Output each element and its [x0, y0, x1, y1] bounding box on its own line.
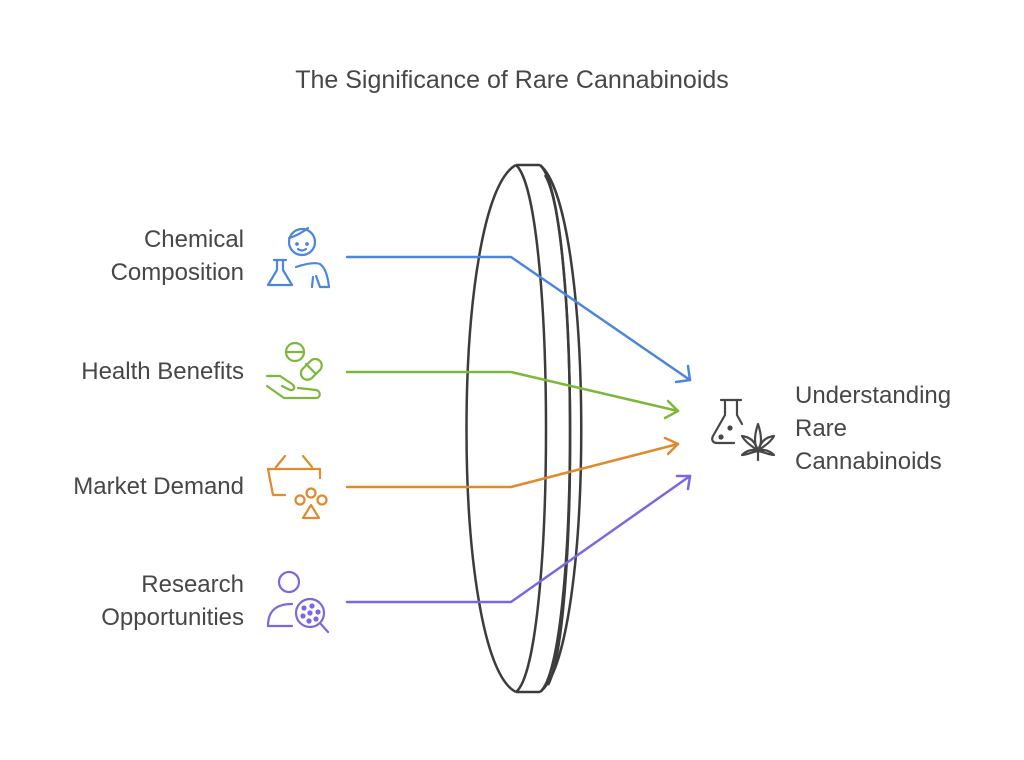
- arrowhead: [663, 399, 680, 420]
- arrowhead: [674, 364, 692, 384]
- label-health-benefits: Health Benefits: [81, 355, 244, 388]
- label-market-demand: Market Demand: [73, 470, 244, 503]
- lens-back-edge-1: [515, 164, 548, 693]
- lens-front-edge: [465, 163, 517, 694]
- label-line: Market Demand: [73, 473, 244, 500]
- lens-back-edge-3: [539, 164, 583, 693]
- arrowhead: [663, 436, 680, 456]
- label-line: Health Benefits: [81, 358, 244, 385]
- label-line: Rare: [795, 415, 848, 442]
- basket-shapes-icon: [266, 454, 328, 520]
- lens-inner-line: [543, 174, 572, 686]
- lens-back-edge-2: [539, 164, 572, 693]
- label-line: Research: [141, 571, 244, 598]
- connector-research: [345, 474, 692, 604]
- scientist-flask-icon: [266, 226, 331, 289]
- connector-health: [345, 370, 680, 420]
- label-chemical-composition: Chemical Composition: [111, 223, 244, 289]
- label-line: Opportunities: [101, 604, 244, 631]
- connector-chemical: [345, 255, 692, 384]
- connector-market: [345, 436, 680, 489]
- hand-pills-icon: [265, 341, 323, 400]
- label-line: Understanding: [795, 382, 952, 409]
- label-line: Composition: [110, 259, 244, 286]
- label-line: Chemical: [143, 226, 244, 253]
- output-label: Understanding Rare Cannabinoids: [795, 379, 951, 478]
- lens: [465, 163, 583, 694]
- label-line: Cannabinoids: [795, 448, 942, 475]
- person-magnifier-icon: [266, 570, 330, 634]
- flask-cannabis-icon: [711, 398, 776, 462]
- diagram-title: The Significance of Rare Cannabinoids: [295, 66, 729, 94]
- label-research-opportunities: Research Opportunities: [101, 568, 244, 634]
- arrowhead: [675, 474, 692, 491]
